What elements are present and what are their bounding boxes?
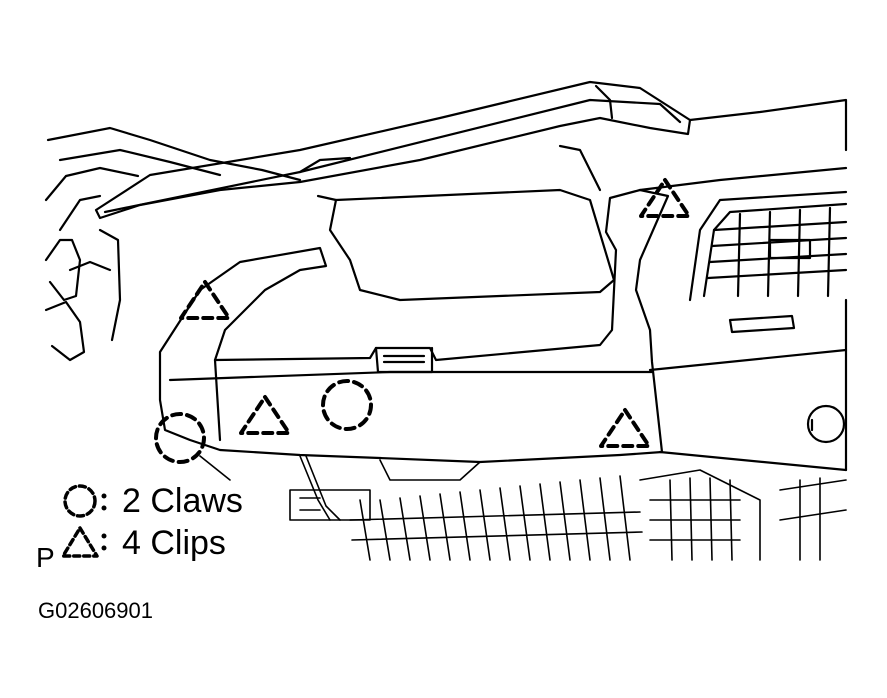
- right-dash-vent: [638, 98, 848, 472]
- clip-marker-2: [639, 178, 691, 218]
- figure-code: G02606901: [38, 598, 153, 623]
- clip-marker-3: [239, 395, 291, 435]
- lower-trim-panel: [158, 144, 670, 464]
- legend-triangle-icon: [61, 526, 99, 558]
- clip-marker-1: [179, 280, 231, 320]
- corner-mark: P: [36, 542, 55, 573]
- claw-marker-2: [321, 379, 373, 431]
- legend-colons: [101, 493, 107, 551]
- clip-markers: [179, 178, 691, 448]
- claw-marker-1: [154, 412, 206, 464]
- legend-symbols: [61, 484, 99, 558]
- left-dash-panel: [44, 126, 302, 362]
- claw-markers: [154, 379, 373, 464]
- under-dash-hatching: [199, 455, 847, 561]
- upper-dash-lid: [94, 80, 692, 220]
- legend-circle-icon: [63, 484, 97, 518]
- legend-claws-label: 2 Claws: [122, 482, 243, 520]
- legend-clips-label: 4 Clips: [122, 524, 226, 562]
- clip-marker-4: [599, 408, 651, 448]
